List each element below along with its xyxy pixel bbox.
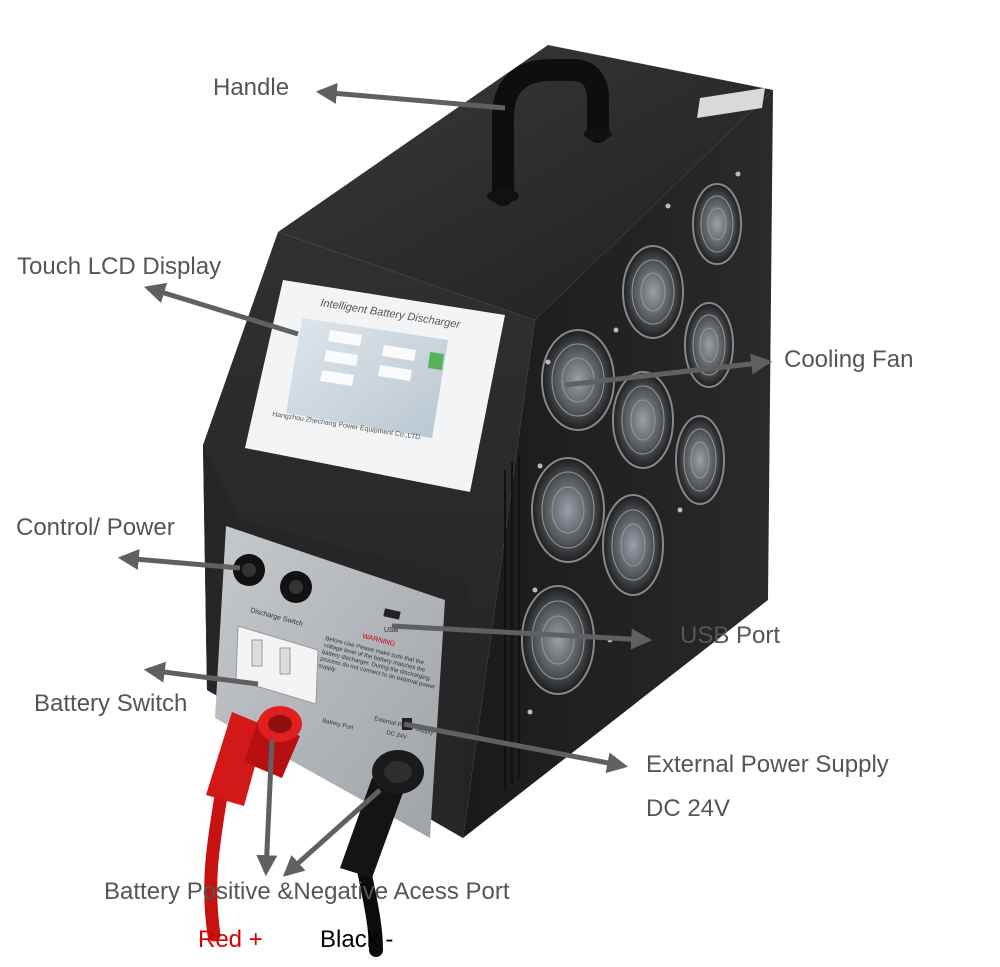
arrow-fan xyxy=(564,353,773,388)
label-access-port: Battery Positive &Negative Acess Port xyxy=(104,878,510,905)
case-top xyxy=(278,45,773,320)
fan xyxy=(531,457,605,563)
label-external-power-supply: External Power Supply xyxy=(646,751,889,778)
arrow-negative xyxy=(282,788,382,877)
label-dc-24v: DC 24V xyxy=(646,795,731,822)
control-knobs xyxy=(233,554,312,603)
fan xyxy=(684,302,734,388)
ext-power-text-2: DC 24V xyxy=(386,730,408,741)
fan xyxy=(602,494,664,596)
arrow-lcd xyxy=(143,282,299,337)
label-black-minus: Black - xyxy=(320,926,394,953)
arrow-control xyxy=(117,548,241,571)
label-usb-port: USB Port xyxy=(680,622,781,649)
fan xyxy=(622,245,684,339)
arrow-switch xyxy=(143,661,259,687)
label-handle: Handle xyxy=(213,74,290,101)
handle-graphic xyxy=(487,59,612,206)
cooling-fans xyxy=(521,183,742,695)
lcd-screen xyxy=(286,318,448,438)
arrow-ext-power xyxy=(403,721,629,774)
label-cooling-fan: Cooling Fan xyxy=(784,346,914,373)
rating-plate xyxy=(697,88,765,118)
fan xyxy=(521,585,595,695)
fan xyxy=(612,371,674,469)
fan xyxy=(675,415,725,505)
arrow-positive xyxy=(256,739,278,877)
label-battery-switch: Battery Switch xyxy=(34,690,188,717)
arrow-handle xyxy=(315,82,506,111)
black-cable xyxy=(340,750,424,957)
usb-port-graphic xyxy=(383,608,401,620)
label-control-power: Control/ Power xyxy=(16,514,175,541)
label-red-plus: Red + xyxy=(198,926,263,953)
callout-arrows xyxy=(117,82,773,877)
fan xyxy=(692,183,742,265)
lcd-fields xyxy=(320,330,444,386)
arrow-usb xyxy=(391,623,653,650)
usb-text: USB xyxy=(384,627,399,634)
label-touch-lcd-display: Touch LCD Display xyxy=(17,253,222,280)
red-cable xyxy=(204,706,302,942)
